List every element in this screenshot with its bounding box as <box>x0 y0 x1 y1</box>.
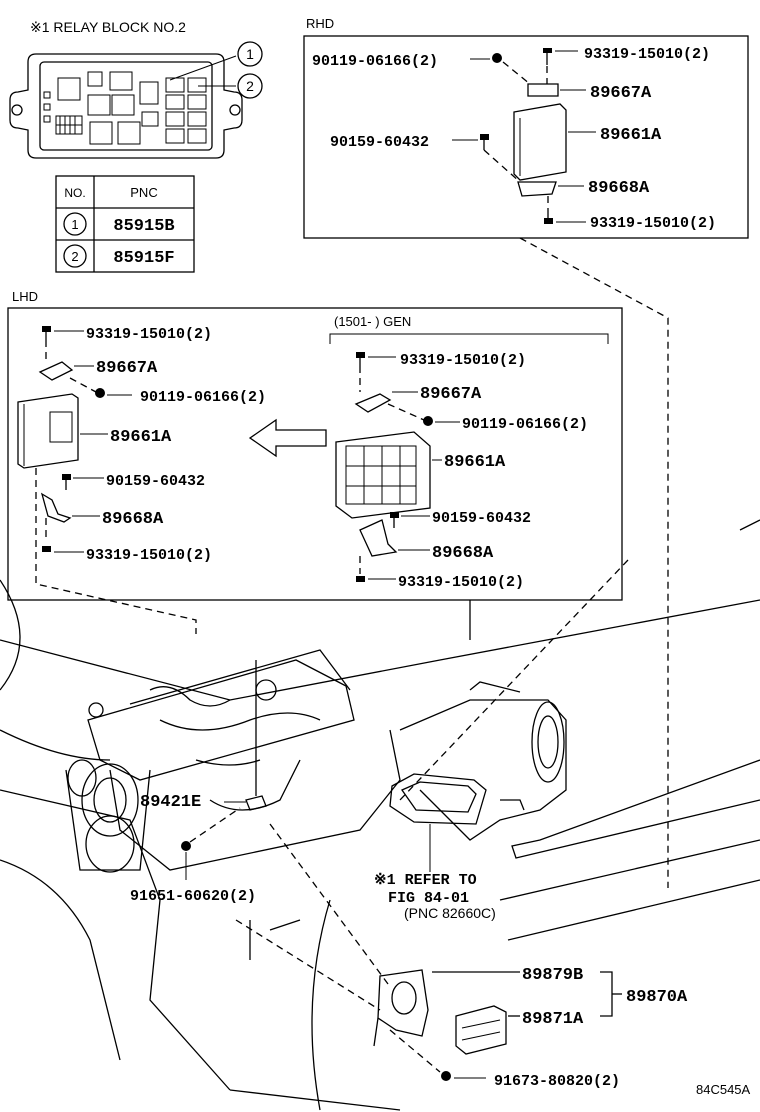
gen-bolt-top-label: 93319-15010(2) <box>400 352 526 369</box>
module-label: 89871A <box>522 1010 584 1029</box>
rhd-nut-top-label: 90119-06166(2) <box>312 53 438 70</box>
gen-box-title: (1501- ) GEN <box>334 314 411 329</box>
lhd-bolt-top-label: 93319-15010(2) <box>86 326 212 343</box>
rhd-bolt-bottom-label: 93319-15010(2) <box>590 215 716 232</box>
sensor-label: 89421E <box>140 793 201 812</box>
refer-line-3: (PNC 82660C) <box>404 905 496 921</box>
table-row-2-no: 2 <box>71 249 78 264</box>
lhd-bracket-bottom-label: 89668A <box>102 510 164 529</box>
rhd-box <box>303 35 749 239</box>
rhd-ecu-label: 89661A <box>600 126 662 145</box>
lhd-ecu-label: 89661A <box>110 428 172 447</box>
gen-parts <box>335 352 460 582</box>
relay-block-drawing <box>9 53 243 159</box>
assembly-label: 89870A <box>626 988 688 1007</box>
gen-bracket-top-label: 89667A <box>420 385 482 404</box>
gen-bracket-bottom-label: 89668A <box>432 544 494 563</box>
gen-nut-label: 90119-06166(2) <box>462 416 588 433</box>
table-row-2-pnc: 85915F <box>113 249 174 268</box>
relay-block-title: ※1 RELAY BLOCK NO.2 <box>30 19 186 35</box>
figure-code: 84C545A <box>696 1082 751 1097</box>
engine-bay-drawing <box>0 519 760 1111</box>
gen-box-bracket <box>329 333 609 344</box>
svg-text:1: 1 <box>246 46 254 62</box>
bottom-bolt-label: 91673-80820(2) <box>494 1073 620 1090</box>
rhd-screw-label: 90159-60432 <box>330 134 429 151</box>
lhd-bolt-bottom-label: 93319-15010(2) <box>86 547 212 564</box>
lhd-box <box>7 307 623 601</box>
refer-line-1: ※1 REFER TO <box>374 872 477 889</box>
rhd-parts <box>452 48 596 224</box>
lhd-title: LHD <box>12 289 38 304</box>
gen-bolt-bottom-label: 93319-15010(2) <box>398 574 524 591</box>
lhd-screw-label: 90159-60432 <box>106 473 205 490</box>
bracket-label: 89879B <box>522 966 583 985</box>
pnc-table: NO. PNC 1 85915B 2 85915F <box>55 175 195 273</box>
leader-lines <box>35 237 669 888</box>
refer-line-2: FIG 84-01 <box>388 890 469 907</box>
callout-1: 1 <box>169 41 263 81</box>
table-row-1-no: 1 <box>71 217 78 232</box>
table-header-pnc: PNC <box>130 185 157 200</box>
gen-screw-label: 90159-60432 <box>432 510 531 527</box>
gen-ecu-label: 89661A <box>444 453 506 472</box>
rhd-title: RHD <box>306 16 334 31</box>
callout-2: 2 <box>198 73 263 99</box>
rhd-bolt-top-label: 93319-15010(2) <box>584 46 710 63</box>
table-row-1-pnc: 85915B <box>113 217 174 236</box>
lhd-nut-label: 90119-06166(2) <box>140 389 266 406</box>
rhd-bracket-top-label: 89667A <box>590 84 652 103</box>
lhd-bracket-top-label: 89667A <box>96 359 158 378</box>
rhd-bracket-bottom-label: 89668A <box>588 179 650 198</box>
svg-text:2: 2 <box>246 78 254 94</box>
lhd-parts <box>17 326 327 553</box>
table-header-no: NO. <box>64 186 85 200</box>
sensor-bolt-label: 91651-60620(2) <box>130 888 256 905</box>
